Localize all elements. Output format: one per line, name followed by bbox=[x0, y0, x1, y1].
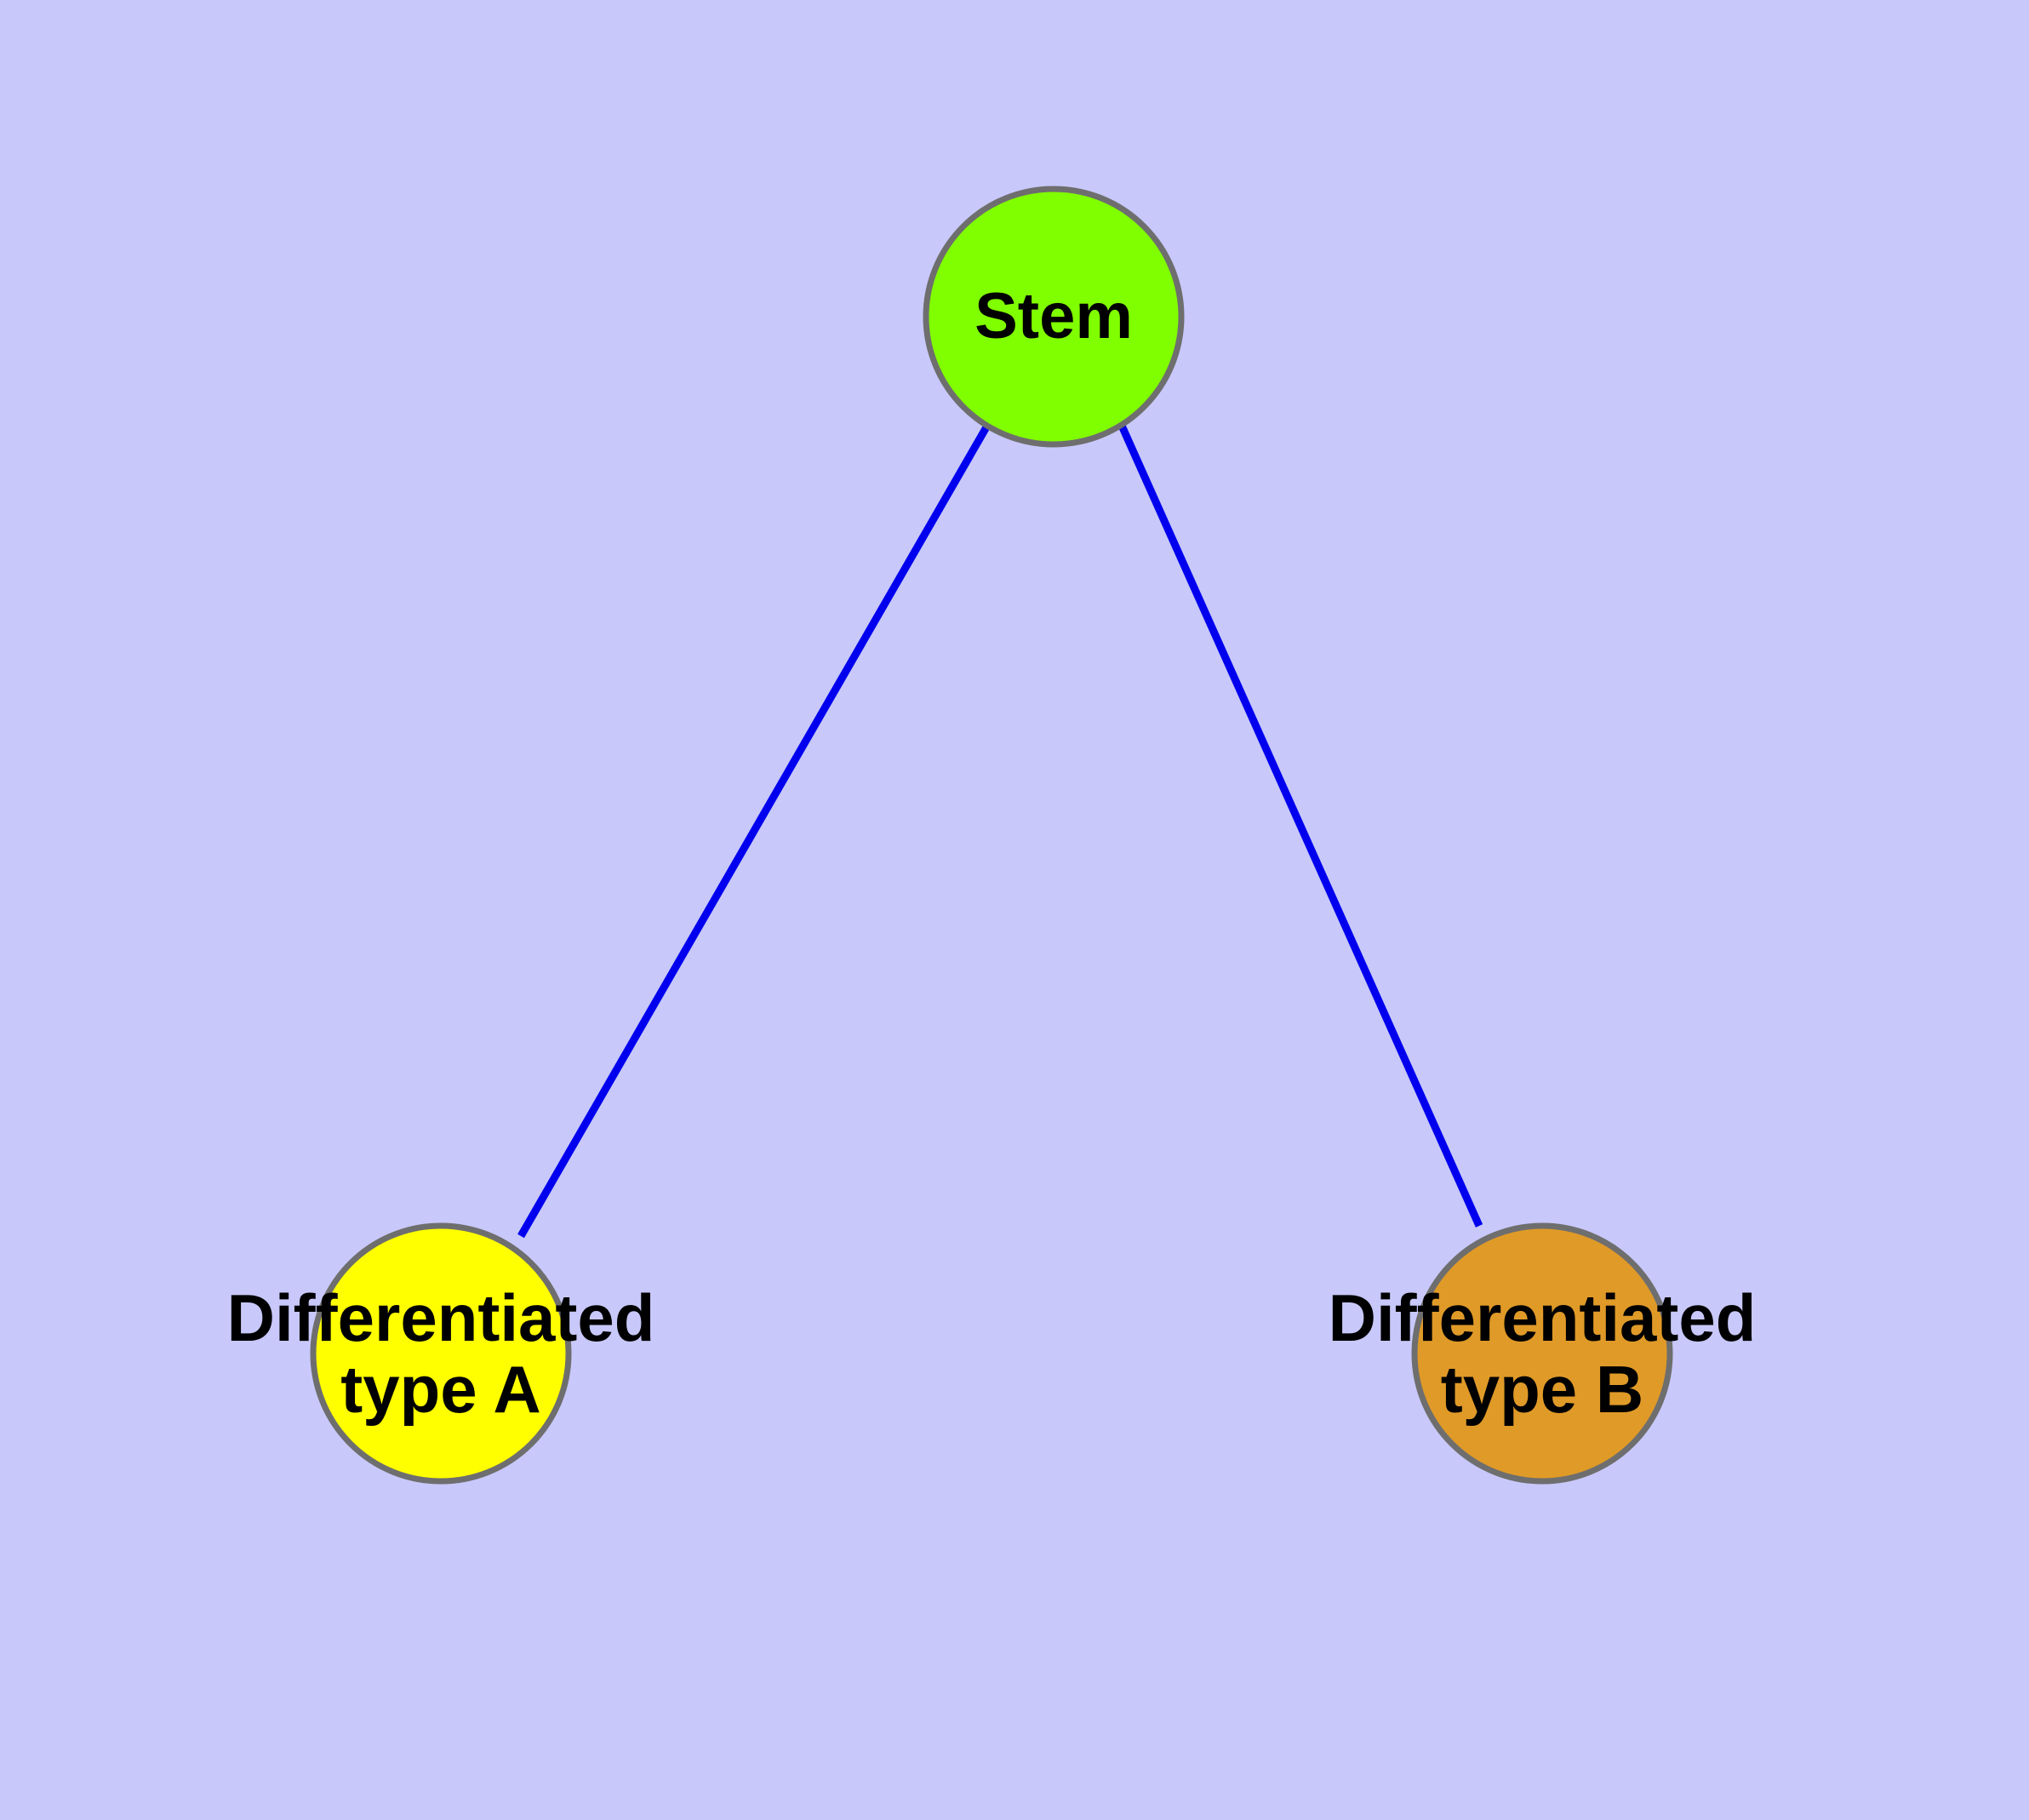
edge-stem-to-diff-b[interactable] bbox=[1117, 424, 1483, 1228]
node-layer bbox=[310, 186, 1673, 1485]
edge-stem-to-diff-a[interactable] bbox=[517, 423, 991, 1239]
edge-layer bbox=[517, 423, 1483, 1239]
node-diff-a-circle[interactable] bbox=[310, 1222, 572, 1485]
node-stem-circle[interactable] bbox=[923, 186, 1185, 448]
node-diff-b-circle[interactable] bbox=[1411, 1222, 1673, 1485]
